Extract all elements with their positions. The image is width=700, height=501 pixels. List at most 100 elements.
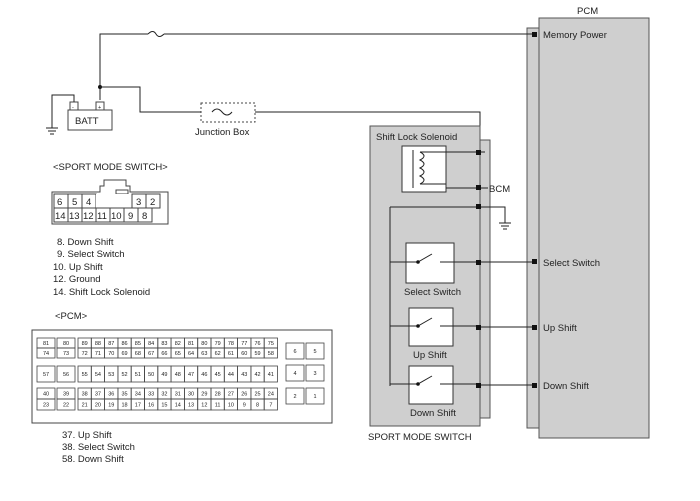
pcm-pin-56-label: 56 — [63, 372, 69, 378]
pcm-pin-56-cell — [56, 365, 76, 383]
battery-plus-sign: + — [98, 105, 101, 111]
pcm-pin-70-label: 70 — [108, 351, 114, 357]
battery — [67, 109, 113, 131]
pcm-pin-73-label: 73 — [63, 351, 69, 357]
svg-text:11: 11 — [97, 211, 107, 222]
pcm-connector-outline — [31, 329, 333, 424]
svg-text:3: 3 — [136, 197, 141, 208]
pcm-pin-22-label: 22 — [63, 403, 69, 409]
pcm-title: PCM — [577, 6, 598, 17]
svg-text:6: 6 — [57, 197, 62, 208]
pcm-pin-53-label: 53 — [108, 372, 114, 378]
svg-text:58. Down Shift: 58. Down Shift — [62, 454, 124, 465]
pin-down-shift — [532, 383, 537, 388]
pcm-pin-18-label: 18 — [121, 403, 127, 409]
pcm-pin-64-label: 64 — [188, 351, 194, 357]
battery-ground-wire — [51, 94, 75, 128]
pcm-pin-3-label: 3 — [313, 371, 316, 377]
pcm-pin-62-label: 62 — [215, 351, 221, 357]
pcm-pin-71-label: 71 — [95, 351, 101, 357]
bcm-label: BCM — [489, 184, 510, 195]
pcm-pin-7-label: 7 — [269, 403, 272, 409]
fuse-icon — [147, 31, 165, 37]
pcm-pin-34-label: 34 — [135, 392, 141, 398]
pcm-pin-30-label: 30 — [188, 392, 194, 398]
pcm-pin-82-label: 82 — [175, 341, 181, 347]
pcm-pin-61-label: 61 — [228, 351, 234, 357]
pcm-pin-63-label: 63 — [201, 351, 207, 357]
up-shift-node — [416, 324, 420, 328]
pcm-pin-89-label: 89 — [82, 341, 88, 347]
pcm-pin-6-label: 6 — [293, 349, 296, 355]
svg-text:10. Up Shift: 10. Up Shift — [53, 262, 103, 273]
pcm-pin-68-label: 68 — [135, 351, 141, 357]
pcm-pin-58-cell — [263, 347, 278, 359]
junction-box — [200, 102, 256, 123]
pcm-pin-8-label: 8 — [256, 403, 259, 409]
down-shift-switch — [408, 365, 454, 405]
pcm-pin-2-cell — [285, 387, 305, 405]
battery-minus-sign: - — [72, 105, 74, 111]
pcm-pin-10-label: 10 — [228, 403, 234, 409]
pcm-pin-86-label: 86 — [121, 341, 127, 347]
sport-mode-switch-strip — [479, 139, 491, 419]
pcm-pin-83-label: 83 — [161, 341, 167, 347]
pcm-pin-4-cell — [285, 364, 305, 382]
pin-solenoid-1 — [476, 150, 481, 155]
pcm-pin-9-label: 9 — [243, 403, 246, 409]
pcm-pin-49-label: 49 — [161, 372, 167, 378]
pcm-pin-23-label: 23 — [43, 403, 49, 409]
pcm-pin-35-label: 35 — [121, 392, 127, 398]
pin-up-shift — [532, 325, 537, 330]
pcm-connector-legend: 37. Up Shift 38. Select Switch 58. Down … — [62, 430, 135, 465]
pcm-connector-strip — [526, 27, 540, 429]
pcm-pin-17-label: 17 — [135, 403, 141, 409]
pcm-pin-69-label: 69 — [121, 351, 127, 357]
solenoid-housing — [401, 145, 447, 193]
svg-text:37. Up Shift: 37. Up Shift — [62, 430, 112, 441]
pcm-pin-51-label: 51 — [135, 372, 141, 378]
pcm-pin-23-cell — [36, 398, 56, 411]
pcm-pin-37-label: 37 — [95, 392, 101, 398]
pcm-pin-46-label: 46 — [201, 372, 207, 378]
pcm-pin-54-label: 54 — [95, 372, 101, 378]
pcm-pin-75-label: 75 — [268, 341, 274, 347]
pcm-pin-15-label: 15 — [161, 403, 167, 409]
pcm-pin-78-label: 78 — [228, 341, 234, 347]
pcm-pin-11-label: 11 — [215, 403, 221, 409]
pcm-pin-16-label: 16 — [148, 403, 154, 409]
svg-text:9: 9 — [128, 211, 133, 222]
pcm-pin-88-label: 88 — [95, 341, 101, 347]
pcm-pin-41-cell — [263, 365, 278, 383]
svg-text:14. Shift Lock Solenoid: 14. Shift Lock Solenoid — [53, 287, 150, 298]
memory-power-label: Memory Power — [543, 30, 607, 41]
pcm-pin-74-label: 74 — [43, 351, 49, 357]
pcm-pin-80-label: 80 — [63, 341, 69, 347]
pcm-connector-title: <PCM> — [55, 311, 88, 322]
pcm-pin-57-cell — [36, 365, 56, 383]
pcm-pin-39-label: 39 — [63, 392, 69, 398]
switch-ground-icon — [499, 222, 511, 230]
svg-text:5: 5 — [72, 197, 77, 208]
svg-text:10: 10 — [111, 211, 122, 222]
up-shift-label: Up Shift — [413, 350, 447, 361]
pcm-pin-50-label: 50 — [148, 372, 154, 378]
wire-batt-to-fuse — [99, 33, 148, 100]
svg-text:4: 4 — [86, 197, 91, 208]
pcm-pin-21-label: 21 — [82, 403, 88, 409]
pcm-pin-28-label: 28 — [215, 392, 221, 398]
pcm-pin-76-label: 76 — [254, 341, 260, 347]
pcm-pin-87-label: 87 — [108, 341, 114, 347]
pcm-pin-80-label: 80 — [201, 341, 207, 347]
pcm-pin-13-label: 13 — [188, 403, 194, 409]
pin-memory-power — [532, 32, 537, 37]
pcm-pin-65-label: 65 — [175, 351, 181, 357]
pcm-pin-85-label: 85 — [135, 341, 141, 347]
pcm-pin-1-label: 1 — [313, 394, 316, 400]
pin-down-out — [476, 383, 481, 388]
pcm-pin-12-label: 12 — [201, 403, 207, 409]
pcm-pin-52-label: 52 — [121, 372, 127, 378]
pcm-pin-58-label: 58 — [268, 351, 274, 357]
